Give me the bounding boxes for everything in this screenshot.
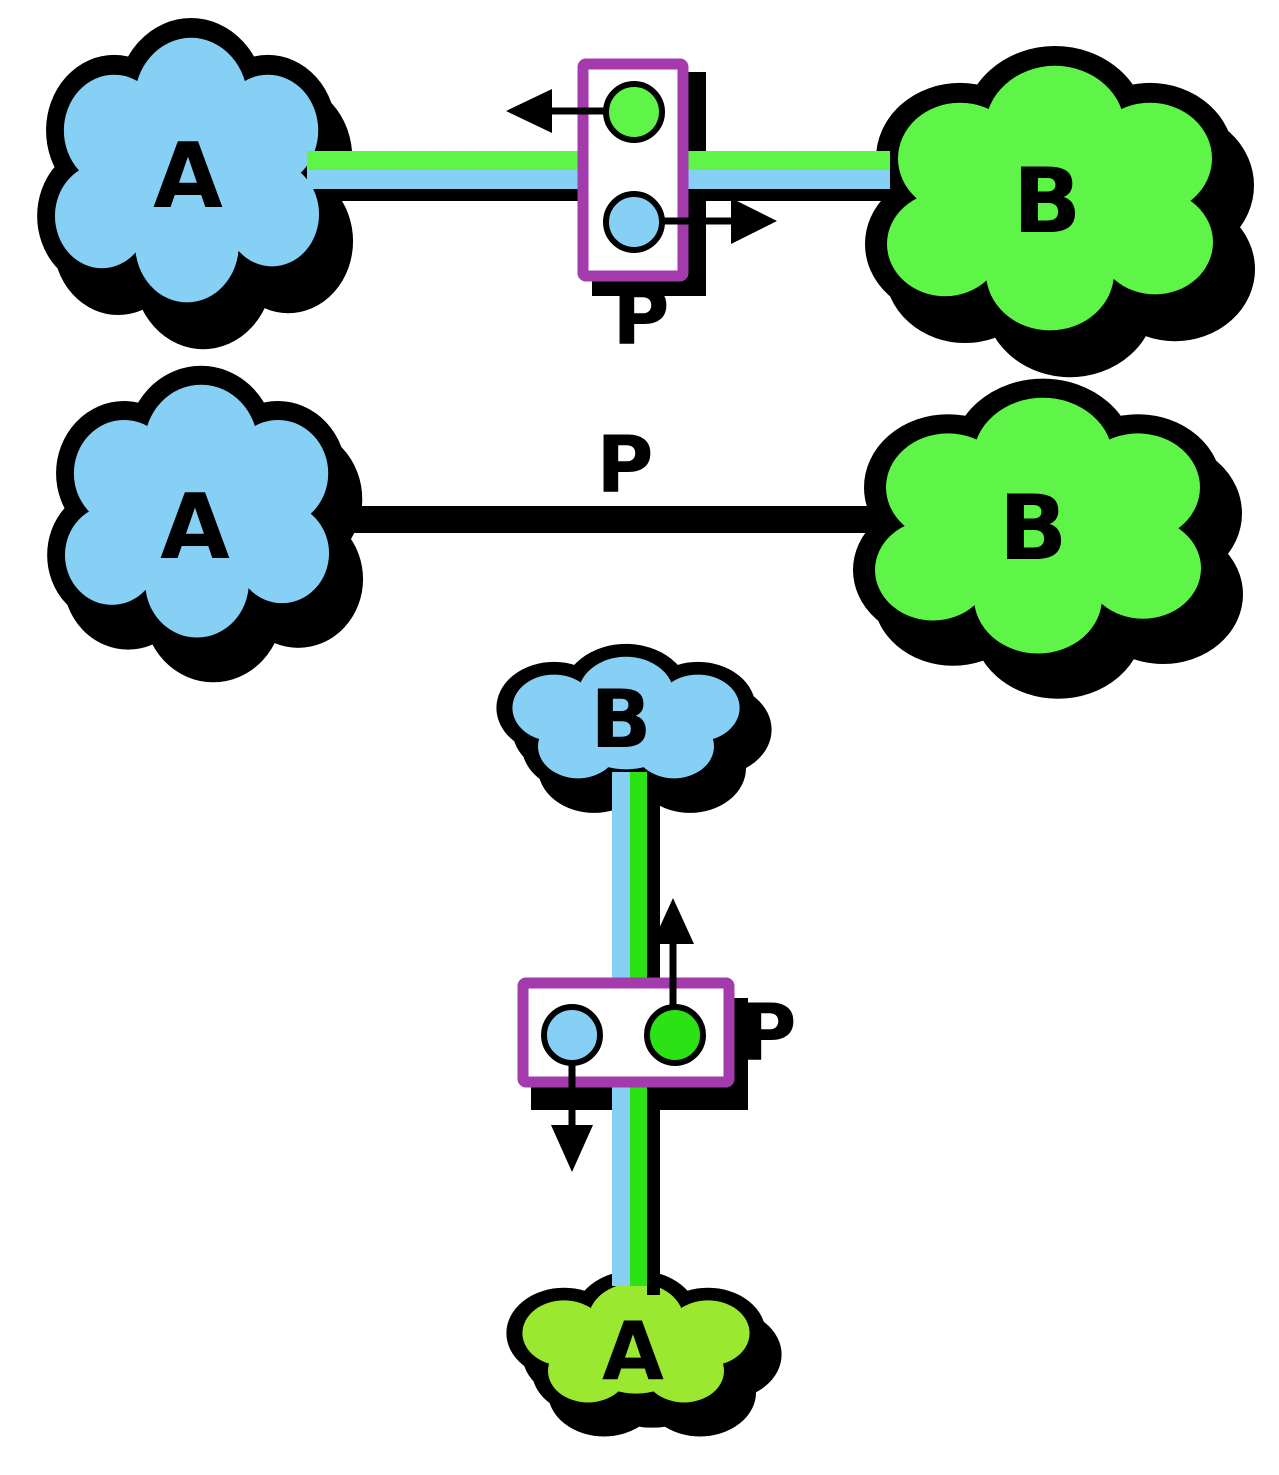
arrow-up-icon	[652, 898, 694, 1007]
arrow-down-icon	[551, 1063, 593, 1172]
arrow-right-icon	[662, 198, 777, 244]
carrier-label-bottom: P	[739, 989, 796, 1079]
solute-a-circle-top	[603, 191, 665, 253]
cloud-b-top-label: B	[1013, 149, 1082, 254]
cloud-a-middle-label: A	[160, 475, 230, 580]
carrier-label-middle: P	[596, 421, 653, 511]
carrier-label-top: P	[612, 273, 669, 363]
solute-a-circle-bottom	[644, 1004, 706, 1066]
cloud-a-bottom-label: A	[602, 1305, 664, 1398]
middle-panel: A B P	[65, 385, 1221, 680]
bottom-panel: B P A	[512, 657, 797, 1424]
arrow-left-icon	[506, 89, 606, 133]
cloud-b-middle-label: B	[999, 476, 1068, 581]
cloud-b-bottom-label: B	[591, 673, 652, 766]
solute-b-circle-bottom	[541, 1004, 603, 1066]
top-panel: A B P	[55, 38, 1233, 363]
link-line-middle	[332, 506, 882, 533]
solute-b-circle-top	[603, 81, 665, 143]
cloud-a-top-label: A	[153, 124, 223, 229]
